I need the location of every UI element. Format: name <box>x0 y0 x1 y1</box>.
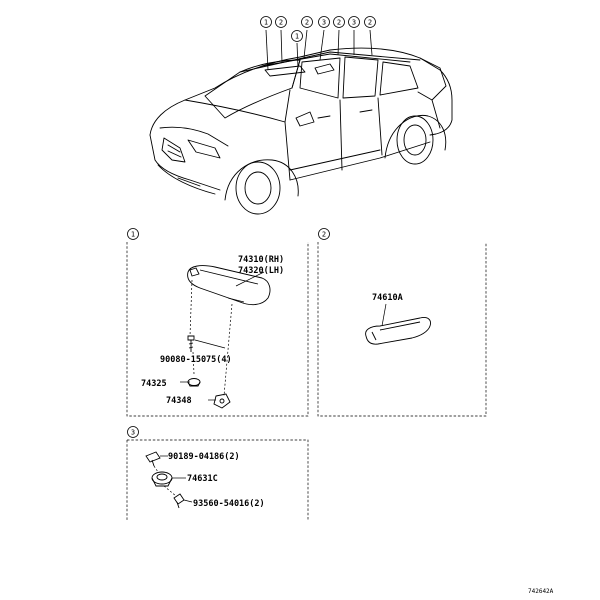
part-number-74325: 74325 <box>141 379 167 389</box>
sun-visor-drawing <box>187 265 271 306</box>
section-number: 2 <box>322 231 326 239</box>
vehicle-callout-leaders <box>265 29 373 71</box>
section-number: 3 <box>131 429 135 437</box>
part-number-74631C: 74631C <box>187 474 218 484</box>
part-number-74348: 74348 <box>166 396 192 406</box>
holder-icon <box>213 393 231 409</box>
assist-grip-drawing <box>365 317 431 345</box>
part-number-74610A: 74610A <box>372 293 403 303</box>
vehicle-callout-label: 2 <box>305 19 309 27</box>
vehicle-callout-3b: 3 <box>348 16 360 28</box>
vehicle-callout-2a: 2 <box>275 16 287 28</box>
vehicle-callout-2c: 2 <box>333 16 345 28</box>
section-2-panel: 2 74610A <box>317 228 487 417</box>
vehicle-callout-2b: 2 <box>301 16 313 28</box>
part-number-74320: 74320(LH) <box>238 266 284 276</box>
vehicle-callout-label: 2 <box>279 19 283 27</box>
vehicle-callout-1b: 1 <box>291 30 303 42</box>
section-1-badge: 1 <box>127 228 139 240</box>
clip-90189-icon <box>145 451 161 467</box>
clip-icon <box>187 378 201 387</box>
vehicle-illustration <box>149 47 453 215</box>
vehicle-callouts: 1 2 1 2 3 2 3 2 <box>260 16 376 42</box>
section-number: 1 <box>131 231 135 239</box>
part-number-93560-54016: 93560-54016(2) <box>193 499 265 509</box>
vehicle-callout-label: 2 <box>368 19 372 27</box>
vehicle-callout-label: 3 <box>352 19 356 27</box>
section-1-panel: 1 <box>126 228 309 417</box>
part-number-90189-04186: 90189-04186(2) <box>168 452 240 462</box>
vehicle-callout-label: 3 <box>322 19 326 27</box>
section-3-panel: 3 90189-04186(2) 74631C 93560-54016(2 <box>126 426 309 520</box>
section-3-leaders <box>153 455 193 503</box>
part-number-90080-15075: 90080-15075(4) <box>160 355 232 365</box>
vehicle-callout-label: 2 <box>337 19 341 27</box>
vehicle-callout-2d: 2 <box>364 16 376 28</box>
screw-93560-icon <box>173 493 185 509</box>
section-2-badge: 2 <box>318 228 330 240</box>
screw-icon <box>187 335 195 352</box>
figure-id: 742642A <box>528 588 554 595</box>
vehicle-callout-3a: 3 <box>318 16 330 28</box>
vehicle-callout-1a: 1 <box>260 16 272 28</box>
vehicle-callout-label: 1 <box>264 19 268 27</box>
vehicle-callout-label: 1 <box>295 33 299 41</box>
section-2-leader <box>381 303 387 327</box>
part-number-74310: 74310(RH) <box>238 255 284 265</box>
holder-74631C-icon <box>151 471 173 487</box>
section-3-badge: 3 <box>127 426 139 438</box>
